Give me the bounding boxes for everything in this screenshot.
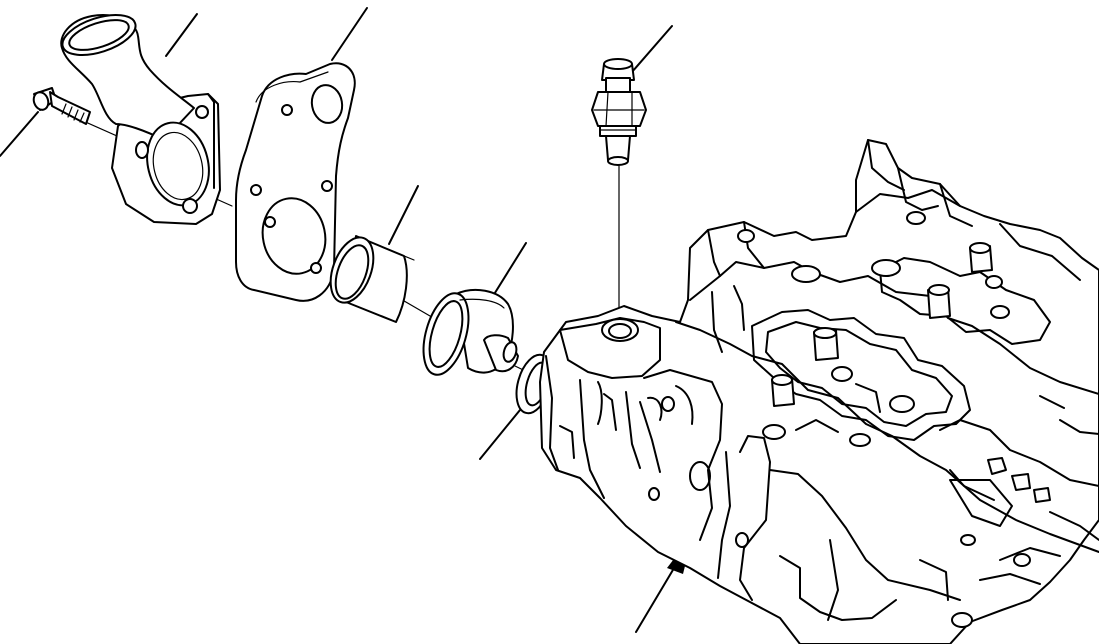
leader-elbow: [165, 13, 198, 57]
leader-bolt: [0, 111, 39, 157]
leader-sleeve: [388, 185, 419, 245]
cylinder-head: [539, 139, 1099, 644]
leader-thermostat: [492, 242, 527, 297]
leader-gasket: [331, 7, 368, 61]
temperature-sensor: [591, 58, 647, 166]
thermostat-housing-elbow: [60, 14, 221, 225]
thermostat-sleeve: [329, 235, 415, 323]
housing-gasket: [235, 62, 356, 302]
leader-seal: [479, 409, 521, 460]
leader-sensor: [631, 25, 673, 73]
thermostat: [422, 288, 519, 376]
housing-bolt: [32, 87, 91, 125]
